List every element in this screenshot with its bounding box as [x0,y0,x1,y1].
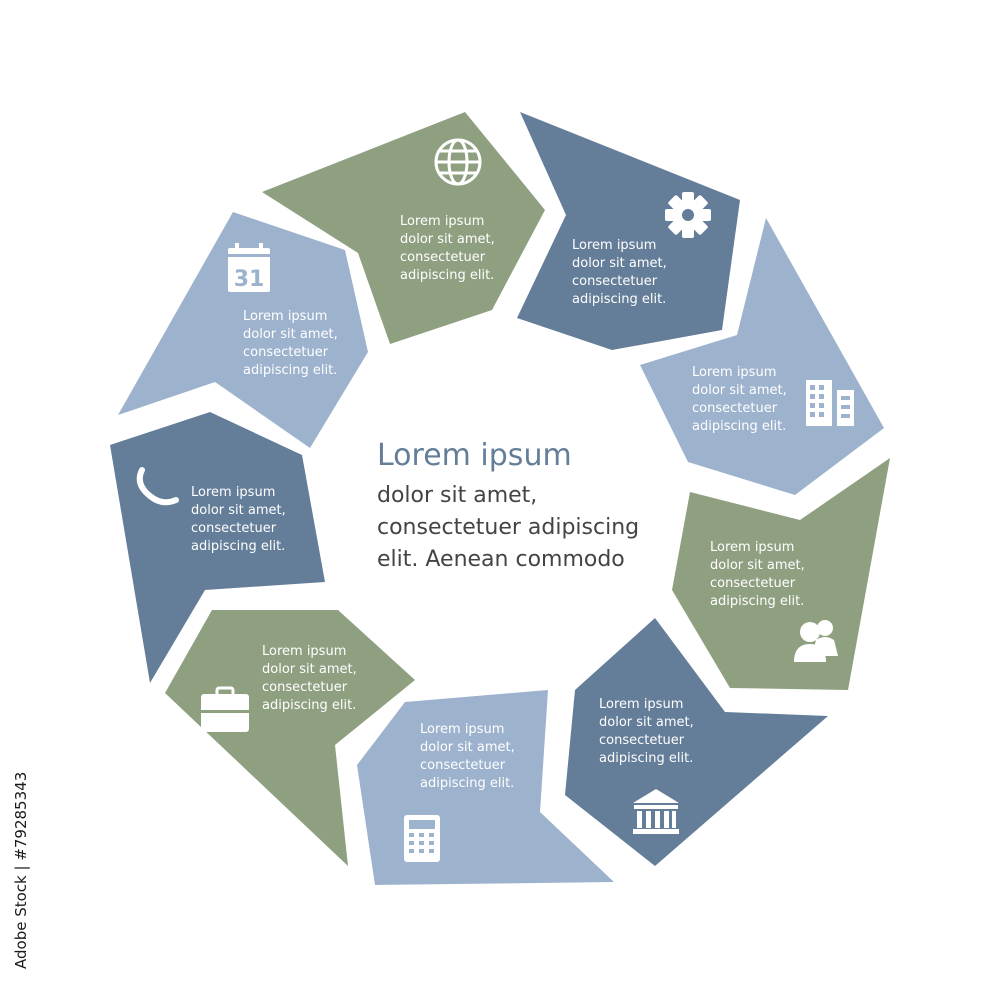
center-text: dolor sit amet, consectetuer adipiscing … [377,483,646,572]
segment-7-line-3: consectetuer [262,680,348,695]
segment-1-text: Lorem ipsum dolor sit amet, consectetuer… [400,214,499,283]
segment-1-shape [262,112,545,344]
segment-6-text: Lorem ipsum dolor sit amet, consectetuer… [420,722,519,791]
cycle-segment-9: 31 Lorem ipsum dolor sit amet, consectet… [118,212,368,448]
segment-2-line-4: adipiscing elit. [572,292,666,307]
center-title: Lorem ipsum [377,438,572,473]
segment-8-text: Lorem ipsum dolor sit amet, consectetuer… [191,485,290,554]
gear-icon [665,192,711,238]
cycle-segment-1: Lorem ipsum dolor sit amet, consectetuer… [262,112,545,344]
briefcase-icon [201,686,249,732]
segment-3-text: Lorem ipsum dolor sit amet, consectetuer… [692,365,791,434]
segment-6-line-2: dolor sit amet, [420,740,515,755]
segment-1-line-2: dolor sit amet, [400,232,495,247]
segment-4-line-2: dolor sit amet, [710,558,805,573]
segment-5-shape [565,618,828,866]
segment-7-line-4: adipiscing elit. [262,698,356,713]
segment-7-shape [165,610,415,866]
segment-8-line-3: consectetuer [191,521,277,536]
center-text-line-3: elit. Aenean commodo [377,547,625,572]
segment-5-line-2: dolor sit amet, [599,715,694,730]
segment-9-text: Lorem ipsum dolor sit amet, consectetuer… [243,309,342,378]
segment-8-line-2: dolor sit amet, [191,503,286,518]
segment-3-line-2: dolor sit amet, [692,383,787,398]
calendar-day-text: 31 [234,267,265,292]
cycle-segment-7: Lorem ipsum dolor sit amet, consectetuer… [165,610,415,866]
segment-6-line-4: adipiscing elit. [420,776,514,791]
segment-4-line-1: Lorem ipsum [710,540,794,555]
phone-icon [136,467,179,506]
segment-3-line-4: adipiscing elit. [692,419,786,434]
cycle-segment-5: Lorem ipsum dolor sit amet, consectetuer… [565,618,828,866]
segment-6-line-3: consectetuer [420,758,506,773]
segment-9-line-1: Lorem ipsum [243,309,327,324]
calendar-icon: 31 [228,243,270,292]
segment-1-line-4: adipiscing elit. [400,268,494,283]
segment-5-text: Lorem ipsum dolor sit amet, consectetuer… [599,697,698,766]
segment-7-line-1: Lorem ipsum [262,644,346,659]
segment-2-line-1: Lorem ipsum [572,238,656,253]
segment-5-line-3: consectetuer [599,733,685,748]
center-text-line-1: dolor sit amet, [377,483,537,508]
segment-9-shape [118,212,368,448]
segment-7-line-2: dolor sit amet, [262,662,357,677]
segment-5-line-4: adipiscing elit. [599,751,693,766]
center-text-line-2: consectetuer adipiscing [377,515,639,540]
segment-8-line-4: adipiscing elit. [191,539,285,554]
users-icon [794,620,838,662]
cycle-segment-3: Lorem ipsum dolor sit amet, consectetuer… [640,218,884,495]
calculator-icon [404,815,440,862]
segment-2-text: Lorem ipsum dolor sit amet, consectetuer… [572,238,671,307]
segment-8-shape [110,412,325,683]
segment-5-line-1: Lorem ipsum [599,697,683,712]
segment-1-line-1: Lorem ipsum [400,214,484,229]
segment-4-shape [672,458,890,690]
segment-7-text: Lorem ipsum dolor sit amet, consectetuer… [262,644,361,713]
segment-9-line-2: dolor sit amet, [243,327,338,342]
segment-9-line-4: adipiscing elit. [243,363,337,378]
segment-1-line-3: consectetuer [400,250,486,265]
stock-id-label: Adobe Stock | #79285343 [12,772,30,970]
segment-4-line-3: consectetuer [710,576,796,591]
globe-icon [434,138,482,186]
segment-3-line-3: consectetuer [692,401,778,416]
segment-6-line-1: Lorem ipsum [420,722,504,737]
segment-8-line-1: Lorem ipsum [191,485,275,500]
cycle-segment-2: Lorem ipsum dolor sit amet, consectetuer… [517,112,740,350]
segment-2-line-3: consectetuer [572,274,658,289]
segment-3-line-1: Lorem ipsum [692,365,776,380]
buildings-icon [806,380,854,426]
segment-2-line-2: dolor sit amet, [572,256,667,271]
bank-icon [633,789,679,834]
cycle-segment-6: Lorem ipsum dolor sit amet, consectetuer… [357,690,614,885]
segment-4-text: Lorem ipsum dolor sit amet, consectetuer… [710,540,809,609]
segment-2-shape [517,112,740,350]
center-content: Lorem ipsum dolor sit amet, consectetuer… [377,438,646,572]
segment-4-line-4: adipiscing elit. [710,594,804,609]
cycle-segment-8: Lorem ipsum dolor sit amet, consectetuer… [110,412,325,683]
segment-9-line-3: consectetuer [243,345,329,360]
cycle-segment-4: Lorem ipsum dolor sit amet, consectetuer… [672,458,890,690]
